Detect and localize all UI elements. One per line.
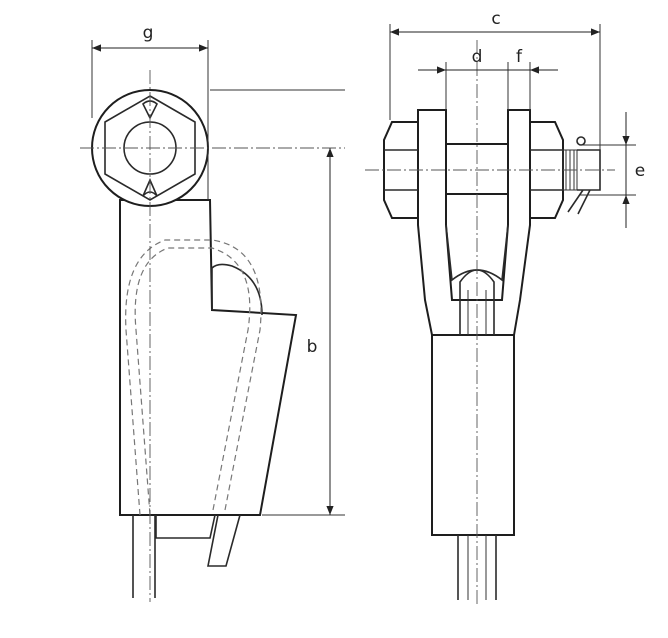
front-view <box>365 40 615 605</box>
cotter-top <box>142 100 158 120</box>
dimension-d-f: d f <box>418 47 558 110</box>
socket-barrel <box>431 334 515 536</box>
socket-body <box>119 199 298 516</box>
hidden-wire-loop <box>134 247 251 516</box>
wire-stub-bottom <box>155 514 241 567</box>
cotter-pin <box>567 149 601 215</box>
dimension-e: e <box>580 112 645 228</box>
side-view <box>80 70 345 602</box>
label-d: d <box>472 47 483 67</box>
dimension-c: c <box>389 9 601 150</box>
hidden-wire-loop-inner <box>125 239 262 516</box>
label-b: b <box>307 337 318 357</box>
label-g: g <box>143 23 154 43</box>
dimension-b: b <box>210 89 345 516</box>
cotter-bottom <box>142 178 158 197</box>
label-f: f <box>516 47 523 67</box>
label-e: e <box>635 161 645 181</box>
label-c: c <box>491 9 500 29</box>
wire-slot-edge <box>211 263 263 316</box>
dimension-g: g <box>91 23 209 200</box>
hex-nut <box>104 95 196 201</box>
